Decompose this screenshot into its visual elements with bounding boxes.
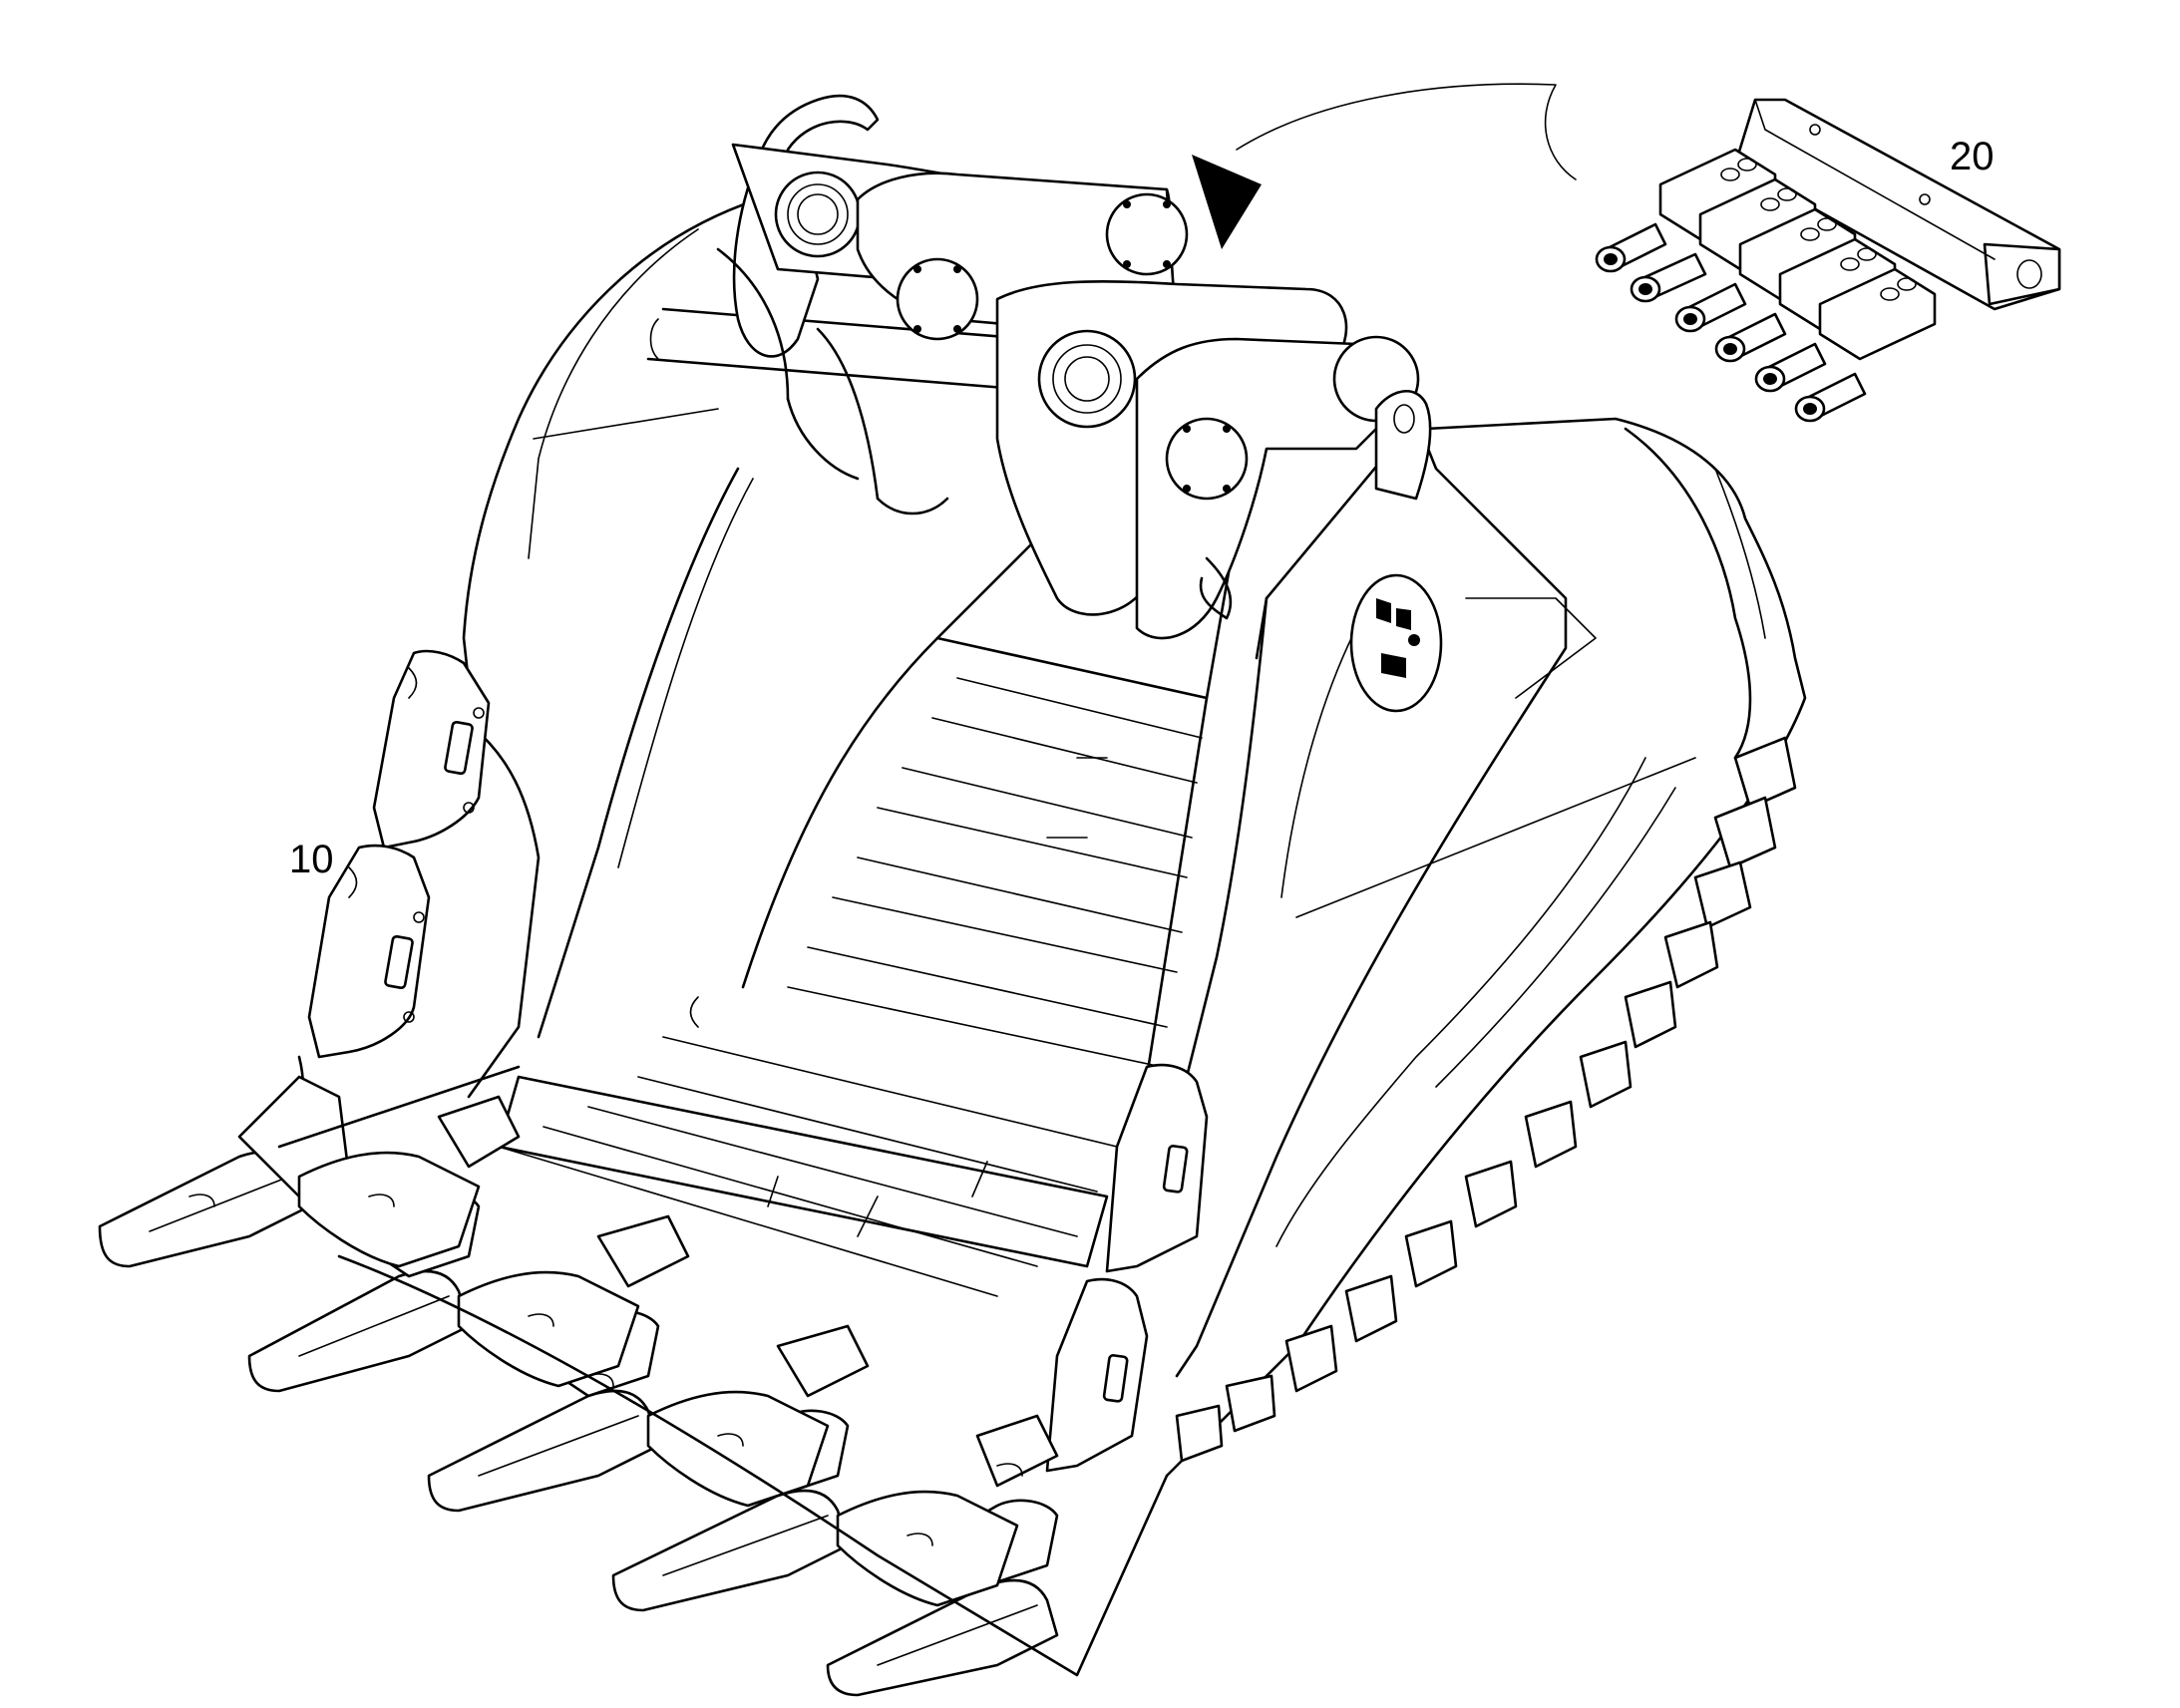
tooth-2 (247, 1269, 471, 1393)
valve-fittings (1595, 222, 1867, 423)
lifting-eye (1374, 389, 1432, 501)
cutting-edge-lip (277, 1065, 1169, 1677)
side-shrouds-right (1045, 1063, 1209, 1473)
arrow-leader-line (1236, 83, 1577, 180)
bucket-left-side-plate (462, 197, 760, 1099)
hinge-brackets (716, 83, 1577, 640)
valve-block-illustration (1595, 98, 2061, 423)
callout-label-20: 20 (1950, 135, 1995, 178)
arrow-indicator-icon (1192, 155, 1262, 249)
tooth-5 (826, 1578, 1059, 1697)
valve-sections (1658, 148, 1937, 361)
bucket-right-side-plate (1175, 417, 1568, 1378)
floor-wear-plates (498, 677, 1203, 1297)
side-wear-segments (1175, 736, 1797, 1463)
side-shroud-upper (372, 649, 491, 850)
callout-label-10: 10 (289, 838, 334, 881)
bucket-teeth (98, 1065, 1169, 1697)
side-shrouds-left (277, 649, 491, 1149)
manufacturer-badge-icon (1349, 573, 1443, 713)
